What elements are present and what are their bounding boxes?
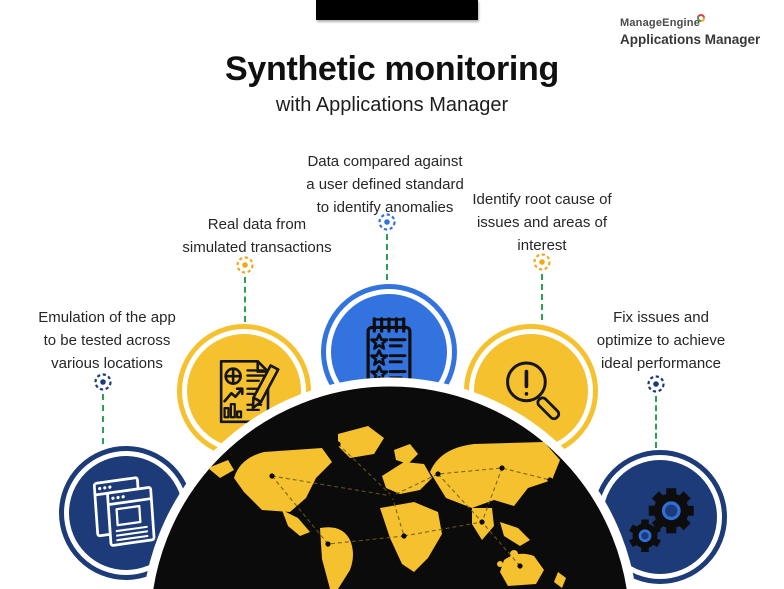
report-document-icon <box>219 359 280 424</box>
checklist-notebook-icon <box>366 317 412 388</box>
magnifier-alert-icon <box>506 361 561 421</box>
bullseye-marker-icon <box>531 251 553 273</box>
page-subtitle: with Applications Manager <box>275 94 509 116</box>
page-title: Synthetic monitoring <box>224 50 559 88</box>
step-label-3: Data compared against a user defined sta… <box>306 153 464 216</box>
bullseye-marker-icon <box>645 373 667 395</box>
bullseye-marker-icon <box>376 211 398 233</box>
step-label-4: Identify root cause of issues and areas … <box>472 191 612 254</box>
circle-core <box>187 334 301 448</box>
bullseye-marker-icon <box>92 371 114 393</box>
step-circle-2 <box>177 324 311 458</box>
bullseye-marker-icon <box>234 254 256 276</box>
dashed-connector <box>655 396 657 448</box>
top-black-bar <box>316 0 478 20</box>
circle-core <box>69 456 183 570</box>
brand-product-name: Applications Manager <box>620 32 761 47</box>
browser-windows-icon <box>92 476 156 547</box>
brand-swirl-icon <box>697 14 706 22</box>
brand-company-name: ManageEngine <box>620 17 701 29</box>
gears-icon <box>629 488 694 552</box>
step-circle-4 <box>464 324 598 458</box>
step-label-5: Fix issues and optimize to achieve ideal… <box>596 309 726 372</box>
circle-core <box>474 334 588 448</box>
brand-logo: ManageEngine Applications Manager <box>620 12 780 49</box>
dashed-connector <box>102 394 104 444</box>
dashed-connector <box>541 274 543 320</box>
step-circle-5 <box>593 450 727 584</box>
step-label-1: Emulation of the app to be tested across… <box>38 309 176 372</box>
circle-core <box>331 294 447 410</box>
step-circle-1 <box>59 446 193 580</box>
circle-core <box>603 460 717 574</box>
dashed-connector <box>244 277 246 322</box>
step-label-2: Real data from simulated transactions <box>182 216 332 256</box>
dashed-connector <box>386 234 388 280</box>
step-circle-3 <box>321 284 457 420</box>
